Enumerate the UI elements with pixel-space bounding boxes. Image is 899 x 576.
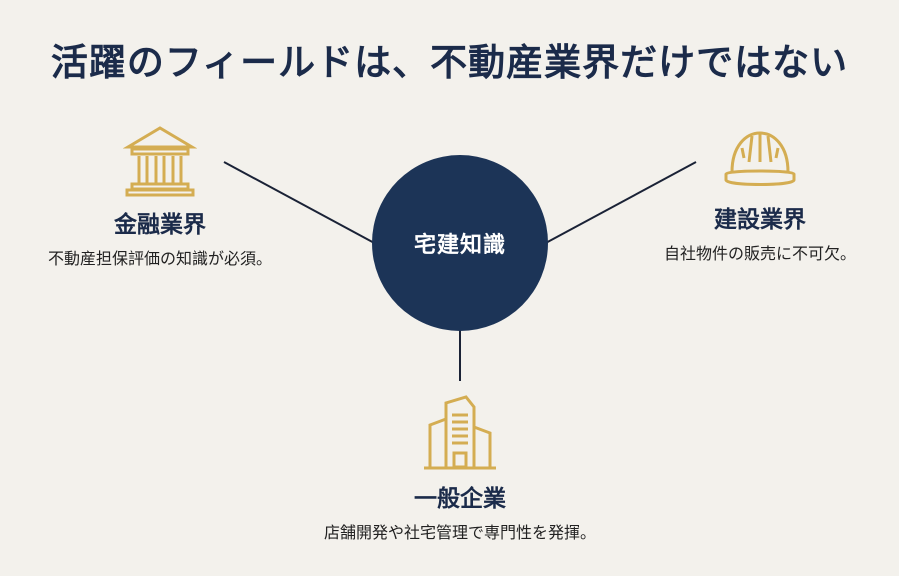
hub-label: 宅建知識 — [413, 233, 506, 258]
finance-heading: 金融業界 — [114, 212, 206, 238]
node-construction: 建設業界 自社物件の販売に不可欠。 — [600, 128, 899, 264]
connector-construction — [541, 161, 697, 246]
node-finance: 金融業界 不動産担保評価の知識が必須。 — [0, 125, 320, 269]
finance-description: 不動産担保評価の知識が必須。 — [47, 249, 272, 268]
general-description: 店舗開発や社宅管理で専門性を発揮。 — [323, 523, 596, 542]
page-title: 活躍のフィールドは、不動産業界だけではない — [50, 41, 849, 84]
office-building-icon — [424, 395, 496, 470]
connector-finance — [223, 161, 379, 246]
general-heading: 一般企業 — [414, 486, 506, 512]
hub-circle: 宅建知識 — [372, 155, 548, 331]
construction-heading: 建設業界 — [714, 207, 806, 233]
hard-hat-icon — [724, 131, 796, 186]
bank-icon — [123, 126, 197, 197]
node-general: 一般企業 店舗開発や社宅管理で専門性を発揮。 — [250, 395, 670, 543]
construction-description: 自社物件の販売に不可欠。 — [663, 244, 856, 263]
